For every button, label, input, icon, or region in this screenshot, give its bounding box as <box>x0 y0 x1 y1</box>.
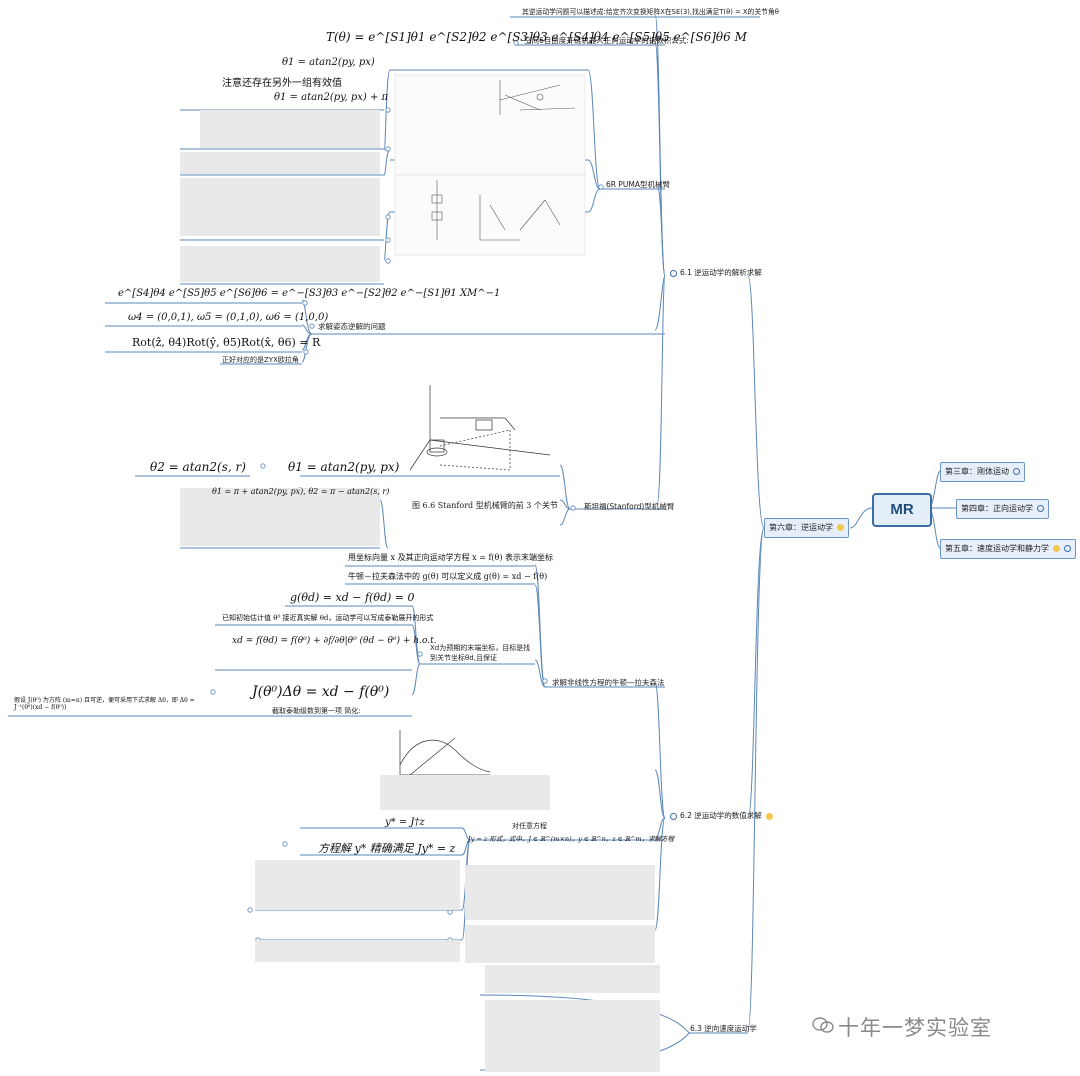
expand-dot-icon[interactable] <box>1037 505 1044 512</box>
note-other-solution: 注意还存在另外一组有效值 <box>222 78 342 89</box>
section-6-3-label: 6.3 逆向速度运动学 <box>690 1024 757 1033</box>
branch-chapter-5-label: 第五章：速度运动学和静力学 <box>945 544 1049 553</box>
collapse-dot-icon[interactable] <box>670 269 677 277</box>
star-icon <box>765 812 773 820</box>
node-puma[interactable]: 6R PUMA型机械臂 <box>606 180 670 189</box>
root-node[interactable]: MR <box>872 493 932 527</box>
star-icon <box>837 524 844 531</box>
text-known-estimate: 已知初始估计值 θ⁰ 接近真实解 θd，运动学可以写成泰勒展开的形式 <box>222 614 434 622</box>
collapse-dot-icon[interactable] <box>670 812 677 820</box>
section-6-2-label: 6.2 逆运动学的数值求解 <box>680 811 762 820</box>
section-6-3[interactable]: 6.3 逆向速度运动学 <box>690 1024 757 1034</box>
formula-omegas: ω4 = (0,0,1), ω5 = (0,1,0), ω6 = (1,0,0) <box>128 312 329 323</box>
text-inverse-solve: 假设 J(θ⁰) 为方阵 (m=n) 且可逆，便可采用下式求解 Δθ，即 Δθ … <box>14 697 195 711</box>
node-zyx-euler[interactable]: 正好对应的是ZYX欧拉角 <box>222 356 299 364</box>
figure-6-6-caption: 图 6.6 Stanford 型机械臂的前 3 个关节 <box>412 501 558 510</box>
branch-chapter-5[interactable]: 第五章：速度运动学和静力学 <box>940 539 1076 559</box>
node-stanford[interactable]: 斯坦福(Stanford)型机械臂 <box>584 502 675 511</box>
section-6-1[interactable]: 6.1 逆运动学的解析求解 <box>670 268 762 278</box>
section-6-1-label: 6.1 逆运动学的解析求解 <box>680 268 762 277</box>
node-intro[interactable]: 其逆运动学问题可以描述成:给定齐次变换矩阵X在SE(3),找出满足T(θ) = … <box>522 8 779 16</box>
node-taylor-truncate[interactable]: 截取泰勒级数到第一项 简化: <box>272 707 361 715</box>
formula-theta2-stanford: θ2 = atan2(s, r) <box>150 460 246 474</box>
node-newton-raphson[interactable]: 求解非线性方程的牛顿—拉夫森法 <box>552 678 665 687</box>
formula-theta1-alt: θ1 = atan2(py, px) + π <box>274 92 389 103</box>
stanford-figure <box>409 385 551 471</box>
formula-theta1: θ1 = atan2(py, px) <box>282 57 375 68</box>
formula-pseudoinverse: y* = J†z <box>385 817 425 828</box>
puma-figure <box>394 74 586 176</box>
wechat-icon <box>812 1017 834 1033</box>
puma-joint-figure <box>394 174 586 256</box>
formula-rot: Rot(ẑ, θ4)Rot(ŷ, θ5)Rot(x̂, θ6) = R <box>132 336 321 349</box>
watermark: 十年一梦实验室 <box>838 1016 992 1040</box>
expand-dot-icon[interactable] <box>1013 468 1020 475</box>
formula-wrist: e^[S4]θ4 e^[S5]θ5 e^[S6]θ6 = e^−[S3]θ3 e… <box>118 288 501 299</box>
node-wrist-inverse[interactable]: 求解姿态逆解的问题 <box>318 322 386 331</box>
branch-chapter-4[interactable]: 第四章：正向运动学 <box>956 499 1049 519</box>
formula-theta1-stanford: θ1 = atan2(py, px) <box>288 460 400 474</box>
expand-dot-icon[interactable] <box>1064 545 1071 552</box>
node-xd-target[interactable]: Xd为预期的末端坐标，目标是找到关节坐标θd,且保证 <box>430 644 531 662</box>
formula-stanford-alt: θ1 = π + atan2(py, px), θ2 = π − atan2(s… <box>212 487 390 496</box>
text-jy-form: Jy = z 形式，式中，J ∈ ℝ^(m×n)，y ∈ ℝ^n，z ∈ ℝ^m… <box>468 835 675 843</box>
formula-jacobian: J(θ⁰)Δθ = xd − f(θ⁰) <box>252 684 390 700</box>
formula-forward-kinematics: T(θ) = e^[S1]θ1 e^[S2]θ2 e^[S3]θ3 e^[S4]… <box>326 30 747 44</box>
branch-chapter-4-label: 第四章：正向运动学 <box>961 504 1033 513</box>
text-end-coordinate: 用坐标向量 x 及其正向运动学方程 x = f(θ) 表示末端坐标 <box>348 553 554 562</box>
text-g-definition: 牛顿－拉夫森法中的 g(θ) 可以定义成 g(θ) = xd − f(θ) <box>348 572 548 581</box>
newton-graph <box>399 730 491 776</box>
branch-chapter-6[interactable]: 第六章：逆运动学 <box>764 518 849 538</box>
formula-exact-solution: 方程解 y* 精确满足 Jy* = z <box>318 842 456 855</box>
formula-taylor: xd = f(θd) = f(θ⁰) + ∂f/∂θ|θ⁰ (θd − θ⁰) … <box>232 636 437 646</box>
node-space-6dof[interactable]: 空间6自由度开链机器人正向运动学的指数积公式: <box>524 36 689 45</box>
star-icon <box>1053 545 1060 552</box>
formula-g-zero: g(θd) = xd − f(θd) = 0 <box>290 591 415 604</box>
branch-chapter-3-label: 第三章：刚体运动 <box>945 467 1009 476</box>
section-6-2[interactable]: 6.2 逆运动学的数值求解 <box>670 811 773 821</box>
node-arbitrary-equation[interactable]: 对任意方程 <box>512 822 547 830</box>
branch-chapter-6-label: 第六章：逆运动学 <box>769 523 833 532</box>
branch-chapter-3[interactable]: 第三章：刚体运动 <box>940 462 1025 482</box>
